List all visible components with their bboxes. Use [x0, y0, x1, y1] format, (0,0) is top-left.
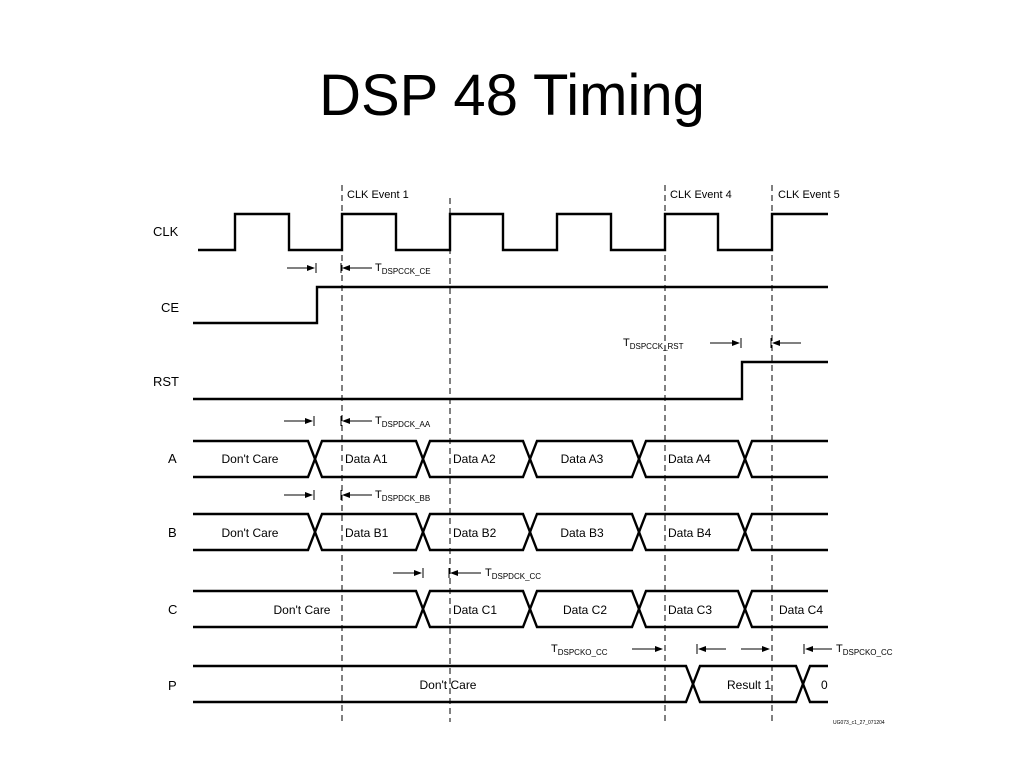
- b-setup-arrows: [284, 490, 372, 500]
- signal-label-clk: CLK: [153, 224, 179, 239]
- bus-a-label-4: Data A4: [668, 452, 711, 466]
- bus-p-label-1: Result 1: [727, 678, 771, 692]
- bus-p-label-0: Don't Care: [420, 678, 477, 692]
- clk-event-1-label: CLK Event 1: [347, 189, 409, 201]
- bus-a: [193, 439, 828, 479]
- t-dspcko-cc-label-2: TDSPCKO_CC: [836, 643, 893, 657]
- bus-b-label-4: Data B4: [668, 526, 712, 540]
- signal-label-rst: RST: [153, 374, 179, 389]
- bus-c-label-0: Don't Care: [274, 603, 331, 617]
- p-output-arrows: [632, 644, 832, 654]
- rst-waveform: [193, 360, 828, 401]
- bus-c-label-2: Data C2: [563, 603, 607, 617]
- t-dspcko-cc-label-1: TDSPCKO_CC: [551, 643, 608, 657]
- bus-c-label-3: Data C3: [668, 603, 712, 617]
- signal-label-p: P: [168, 678, 177, 693]
- bus-p-label-2: 0: [821, 678, 828, 692]
- bus-a-label-1: Data A1: [345, 452, 388, 466]
- t-dspcck-rst-label: TDSPCCK_RST: [623, 337, 684, 351]
- bus-b-label-3: Data B3: [560, 526, 604, 540]
- t-dspdck-aa-label: TDSPDCK_AA: [375, 415, 431, 429]
- clk-waveform: [198, 212, 828, 252]
- signal-label-ce: CE: [161, 300, 179, 315]
- slide-title: DSP 48 Timing: [319, 63, 705, 128]
- signal-label-b: B: [168, 525, 177, 540]
- bus-a-label-2: Data A2: [453, 452, 496, 466]
- bus-a-label-0: Don't Care: [222, 452, 279, 466]
- bus-b-label-0: Don't Care: [222, 526, 279, 540]
- bus-c: [193, 589, 828, 629]
- rst-setup-arrows: [710, 338, 801, 348]
- bus-b-label-1: Data B1: [345, 526, 389, 540]
- c-setup-arrows: [393, 568, 481, 578]
- signal-label-c: C: [168, 602, 177, 617]
- bus-p: [193, 664, 828, 704]
- bus-a-label-3: Data A3: [561, 452, 604, 466]
- ce-setup-arrows: [287, 263, 372, 273]
- bus-c-label-4: Data C4: [779, 603, 823, 617]
- clk-event-5-label: CLK Event 5: [778, 189, 840, 201]
- a-setup-arrows: [284, 416, 372, 426]
- t-dspdck-cc-label: TDSPDCK_CC: [485, 567, 541, 581]
- signal-label-a: A: [168, 451, 177, 466]
- t-dspdck-bb-label: TDSPDCK_BB: [375, 489, 430, 503]
- ce-waveform: [193, 285, 828, 325]
- bus-c-label-1: Data C1: [453, 603, 497, 617]
- t-dspcck-ce-label: TDSPCCK_CE: [375, 262, 431, 276]
- figure-id: UG073_c1_27_071204: [833, 720, 885, 726]
- bus-b: [193, 512, 828, 552]
- bus-b-label-2: Data B2: [453, 526, 497, 540]
- clk-event-4-label: CLK Event 4: [670, 189, 732, 201]
